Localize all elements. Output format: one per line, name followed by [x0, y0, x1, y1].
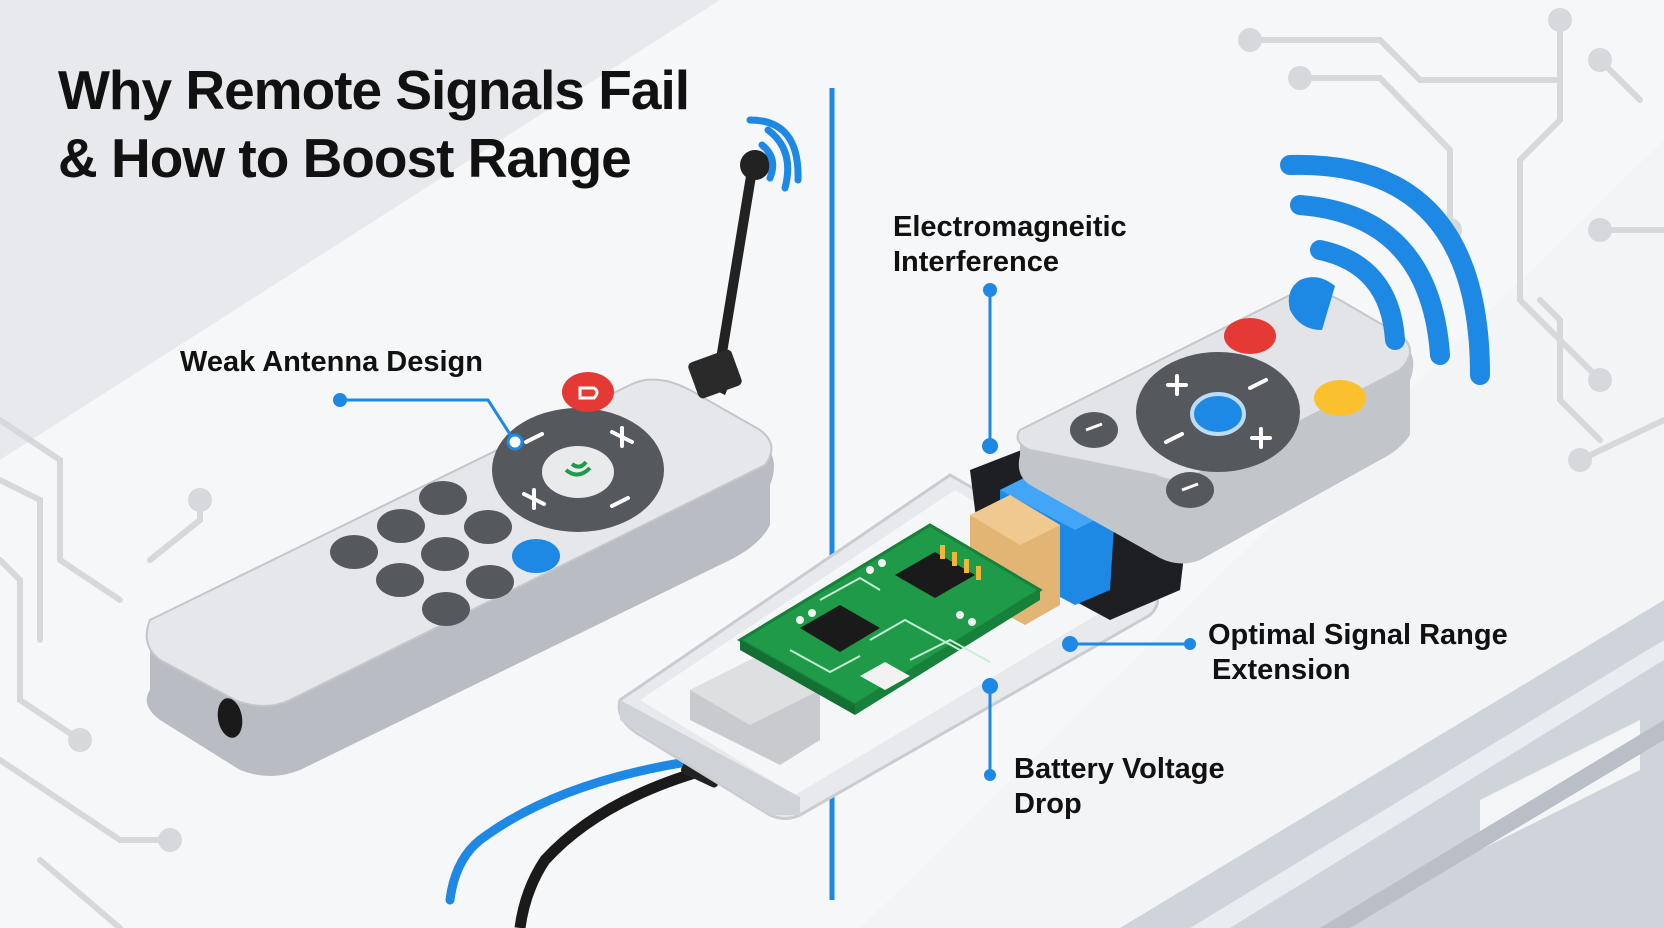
label-emi-line-2: Interference: [893, 246, 1060, 278]
label-optimal-line-2: Extension: [1212, 654, 1351, 686]
label-optimal-range: Optimal Signal Range Extension: [1208, 618, 1508, 688]
label-emi-line-1: Electromagneitic: [893, 211, 1127, 243]
wifi-signal-icon: [1280, 154, 1490, 385]
title-line-1: Why Remote Signals Fail: [58, 59, 690, 121]
page-title: Why Remote Signals Fail & How to Boost R…: [58, 56, 690, 192]
callout-dot-antenna: [506, 433, 524, 451]
callout-connectors: [340, 290, 1190, 775]
label-battery-line-2: Drop: [1014, 788, 1082, 820]
left-remote: [145, 116, 802, 776]
label-optimal-line-1: Optimal Signal Range: [1208, 619, 1508, 651]
small-wifi-signal-icon: [746, 116, 802, 192]
label-battery-drop: Battery Voltage Drop: [1014, 752, 1225, 822]
number-pad: [330, 481, 514, 626]
label-weak-antenna: Weak Antenna Design: [180, 345, 483, 380]
callout-dots: [333, 283, 1196, 781]
label-weak-antenna-text: Weak Antenna Design: [180, 346, 483, 378]
label-emi: Electromagneitic Interference: [893, 210, 1127, 280]
label-battery-line-1: Battery Voltage: [1014, 753, 1225, 785]
power-button-icon: [562, 372, 614, 412]
title-line-2: & How to Boost Range: [58, 127, 632, 189]
antenna-icon: [688, 150, 770, 399]
circuit-board-icon: [737, 523, 1043, 715]
headphone-jack-icon: [217, 698, 243, 738]
right-remote-opened: [617, 154, 1490, 820]
